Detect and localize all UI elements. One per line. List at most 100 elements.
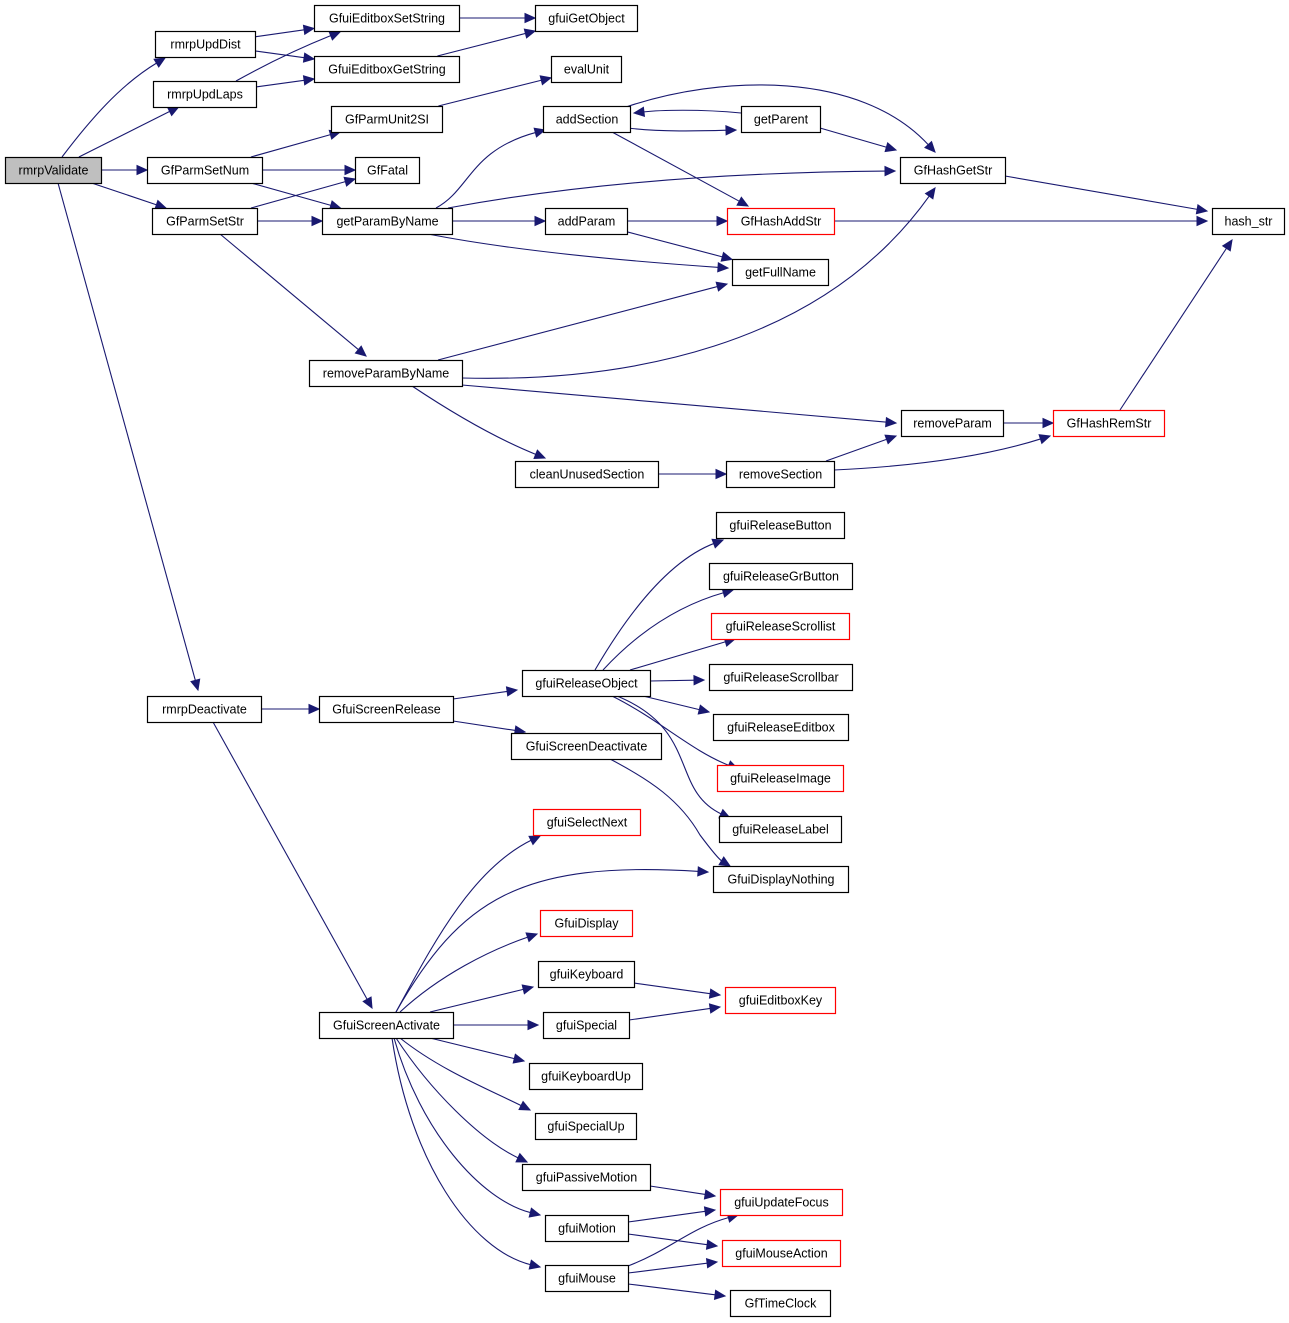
node-box[interactable]	[313, 4, 461, 33]
node-rmrpValidate[interactable]: rmrpValidate	[4, 156, 103, 185]
node-gfuiReleaseButton[interactable]: gfuiReleaseButton	[715, 511, 846, 540]
node-rmrpUpdDist[interactable]: rmrpUpdDist	[154, 30, 257, 59]
node-gfuiReleaseScrollist[interactable]: gfuiReleaseScrollist	[710, 612, 851, 641]
node-gfuiSelectNext[interactable]: gfuiSelectNext	[532, 808, 642, 837]
node-box[interactable]	[729, 1289, 832, 1318]
node-evalUnit[interactable]: evalUnit	[550, 55, 623, 84]
node-addParam[interactable]: addParam	[544, 207, 629, 236]
node-gfuiKeyboard[interactable]: gfuiKeyboard	[537, 960, 636, 989]
node-gfuiReleaseGrButton[interactable]: gfuiReleaseGrButton	[708, 562, 854, 591]
node-box[interactable]	[712, 713, 850, 742]
node-box[interactable]	[716, 764, 845, 793]
node-GfTimeClock[interactable]: GfTimeClock	[729, 1289, 832, 1318]
node-box[interactable]	[537, 960, 636, 989]
node-box[interactable]	[725, 460, 836, 489]
node-GfHashGetStr[interactable]: GfHashGetStr	[899, 156, 1007, 185]
node-box[interactable]	[146, 156, 264, 185]
node-box[interactable]	[740, 105, 822, 134]
node-box[interactable]	[318, 695, 455, 724]
node-box[interactable]	[354, 156, 421, 185]
node-box[interactable]	[321, 207, 454, 236]
node-box[interactable]	[514, 460, 660, 489]
node-gfuiSpecial[interactable]: gfuiSpecial	[542, 1011, 631, 1040]
node-box[interactable]	[510, 732, 663, 761]
node-gfuiMouse[interactable]: gfuiMouse	[544, 1264, 630, 1293]
node-box[interactable]	[528, 1062, 644, 1091]
node-box[interactable]	[544, 1264, 630, 1293]
node-box[interactable]	[708, 663, 854, 692]
node-box[interactable]	[731, 258, 830, 287]
node-addSection[interactable]: addSection	[542, 105, 632, 134]
node-box[interactable]	[718, 815, 843, 844]
node-gfuiPassiveMotion[interactable]: gfuiPassiveMotion	[521, 1163, 652, 1192]
node-GfParmSetNum[interactable]: GfParmSetNum	[146, 156, 264, 185]
node-gfuiReleaseLabel[interactable]: gfuiReleaseLabel	[718, 815, 843, 844]
node-GfuiEditboxGetString[interactable]: GfuiEditboxGetString	[313, 55, 461, 84]
node-box[interactable]	[715, 511, 846, 540]
node-GfuiScreenRelease[interactable]: GfuiScreenRelease	[318, 695, 455, 724]
node-box[interactable]	[710, 612, 851, 641]
node-box[interactable]	[521, 1163, 652, 1192]
node-box[interactable]	[544, 207, 629, 236]
node-getParamByName[interactable]: getParamByName	[321, 207, 454, 236]
node-box[interactable]	[146, 695, 263, 724]
node-gfuiReleaseEditbox[interactable]: gfuiReleaseEditbox	[712, 713, 850, 742]
node-GfParmSetStr[interactable]: GfParmSetStr	[151, 207, 259, 236]
node-removeSection[interactable]: removeSection	[725, 460, 836, 489]
node-box[interactable]	[151, 207, 259, 236]
node-box[interactable]	[534, 4, 639, 33]
node-removeParam[interactable]: removeParam	[900, 409, 1005, 438]
node-gfuiReleaseImage[interactable]: gfuiReleaseImage	[716, 764, 845, 793]
node-box[interactable]	[539, 909, 634, 938]
node-box[interactable]	[152, 80, 258, 109]
node-box[interactable]	[521, 669, 652, 698]
node-hash_str[interactable]: hash_str	[1211, 207, 1286, 236]
node-gfuiSpecialUp[interactable]: gfuiSpecialUp	[534, 1112, 638, 1141]
node-box[interactable]	[1052, 409, 1166, 438]
node-box[interactable]	[318, 1011, 455, 1040]
node-box[interactable]	[724, 986, 837, 1015]
node-rmrpDeactivate[interactable]: rmrpDeactivate	[146, 695, 263, 724]
node-cleanUnusedSection[interactable]: cleanUnusedSection	[514, 460, 660, 489]
node-box[interactable]	[532, 808, 642, 837]
node-box[interactable]	[330, 105, 444, 134]
node-gfuiKeyboardUp[interactable]: gfuiKeyboardUp	[528, 1062, 644, 1091]
node-gfuiReleaseScrollbar[interactable]: gfuiReleaseScrollbar	[708, 663, 854, 692]
node-GfHashAddStr[interactable]: GfHashAddStr	[726, 207, 836, 236]
node-rmrpUpdLaps[interactable]: rmrpUpdLaps	[152, 80, 258, 109]
node-box[interactable]	[900, 409, 1005, 438]
node-GfFatal[interactable]: GfFatal	[354, 156, 421, 185]
node-GfHashRemStr[interactable]: GfHashRemStr	[1052, 409, 1166, 438]
node-GfuiDisplay[interactable]: GfuiDisplay	[539, 909, 634, 938]
node-gfuiMotion[interactable]: gfuiMotion	[544, 1214, 630, 1243]
node-box[interactable]	[308, 359, 464, 388]
node-box[interactable]	[899, 156, 1007, 185]
node-removeParamByName[interactable]: removeParamByName	[308, 359, 464, 388]
node-box[interactable]	[542, 1011, 631, 1040]
node-box[interactable]	[719, 1188, 844, 1217]
node-GfParmUnit2SI[interactable]: GfParmUnit2SI	[330, 105, 444, 134]
node-box[interactable]	[154, 30, 257, 59]
node-box[interactable]	[550, 55, 623, 84]
node-getFullName[interactable]: getFullName	[731, 258, 830, 287]
node-gfuiReleaseObject[interactable]: gfuiReleaseObject	[521, 669, 652, 698]
node-gfuiMouseAction[interactable]: gfuiMouseAction	[721, 1239, 842, 1268]
node-box[interactable]	[1211, 207, 1286, 236]
node-box[interactable]	[726, 207, 836, 236]
node-box[interactable]	[544, 1214, 630, 1243]
node-gfuiEditboxKey[interactable]: gfuiEditboxKey	[724, 986, 837, 1015]
node-box[interactable]	[534, 1112, 638, 1141]
node-box[interactable]	[542, 105, 632, 134]
node-box[interactable]	[708, 562, 854, 591]
node-box[interactable]	[313, 55, 461, 84]
node-GfuiDisplayNothing[interactable]: GfuiDisplayNothing	[712, 865, 850, 894]
node-gfuiGetObject[interactable]: gfuiGetObject	[534, 4, 639, 33]
node-box[interactable]	[4, 156, 103, 185]
node-getParent[interactable]: getParent	[740, 105, 822, 134]
node-box[interactable]	[712, 865, 850, 894]
node-GfuiScreenDeactivate[interactable]: GfuiScreenDeactivate	[510, 732, 663, 761]
node-box[interactable]	[721, 1239, 842, 1268]
node-gfuiUpdateFocus[interactable]: gfuiUpdateFocus	[719, 1188, 844, 1217]
node-GfuiEditboxSetString[interactable]: GfuiEditboxSetString	[313, 4, 461, 33]
node-GfuiScreenActivate[interactable]: GfuiScreenActivate	[318, 1011, 455, 1040]
